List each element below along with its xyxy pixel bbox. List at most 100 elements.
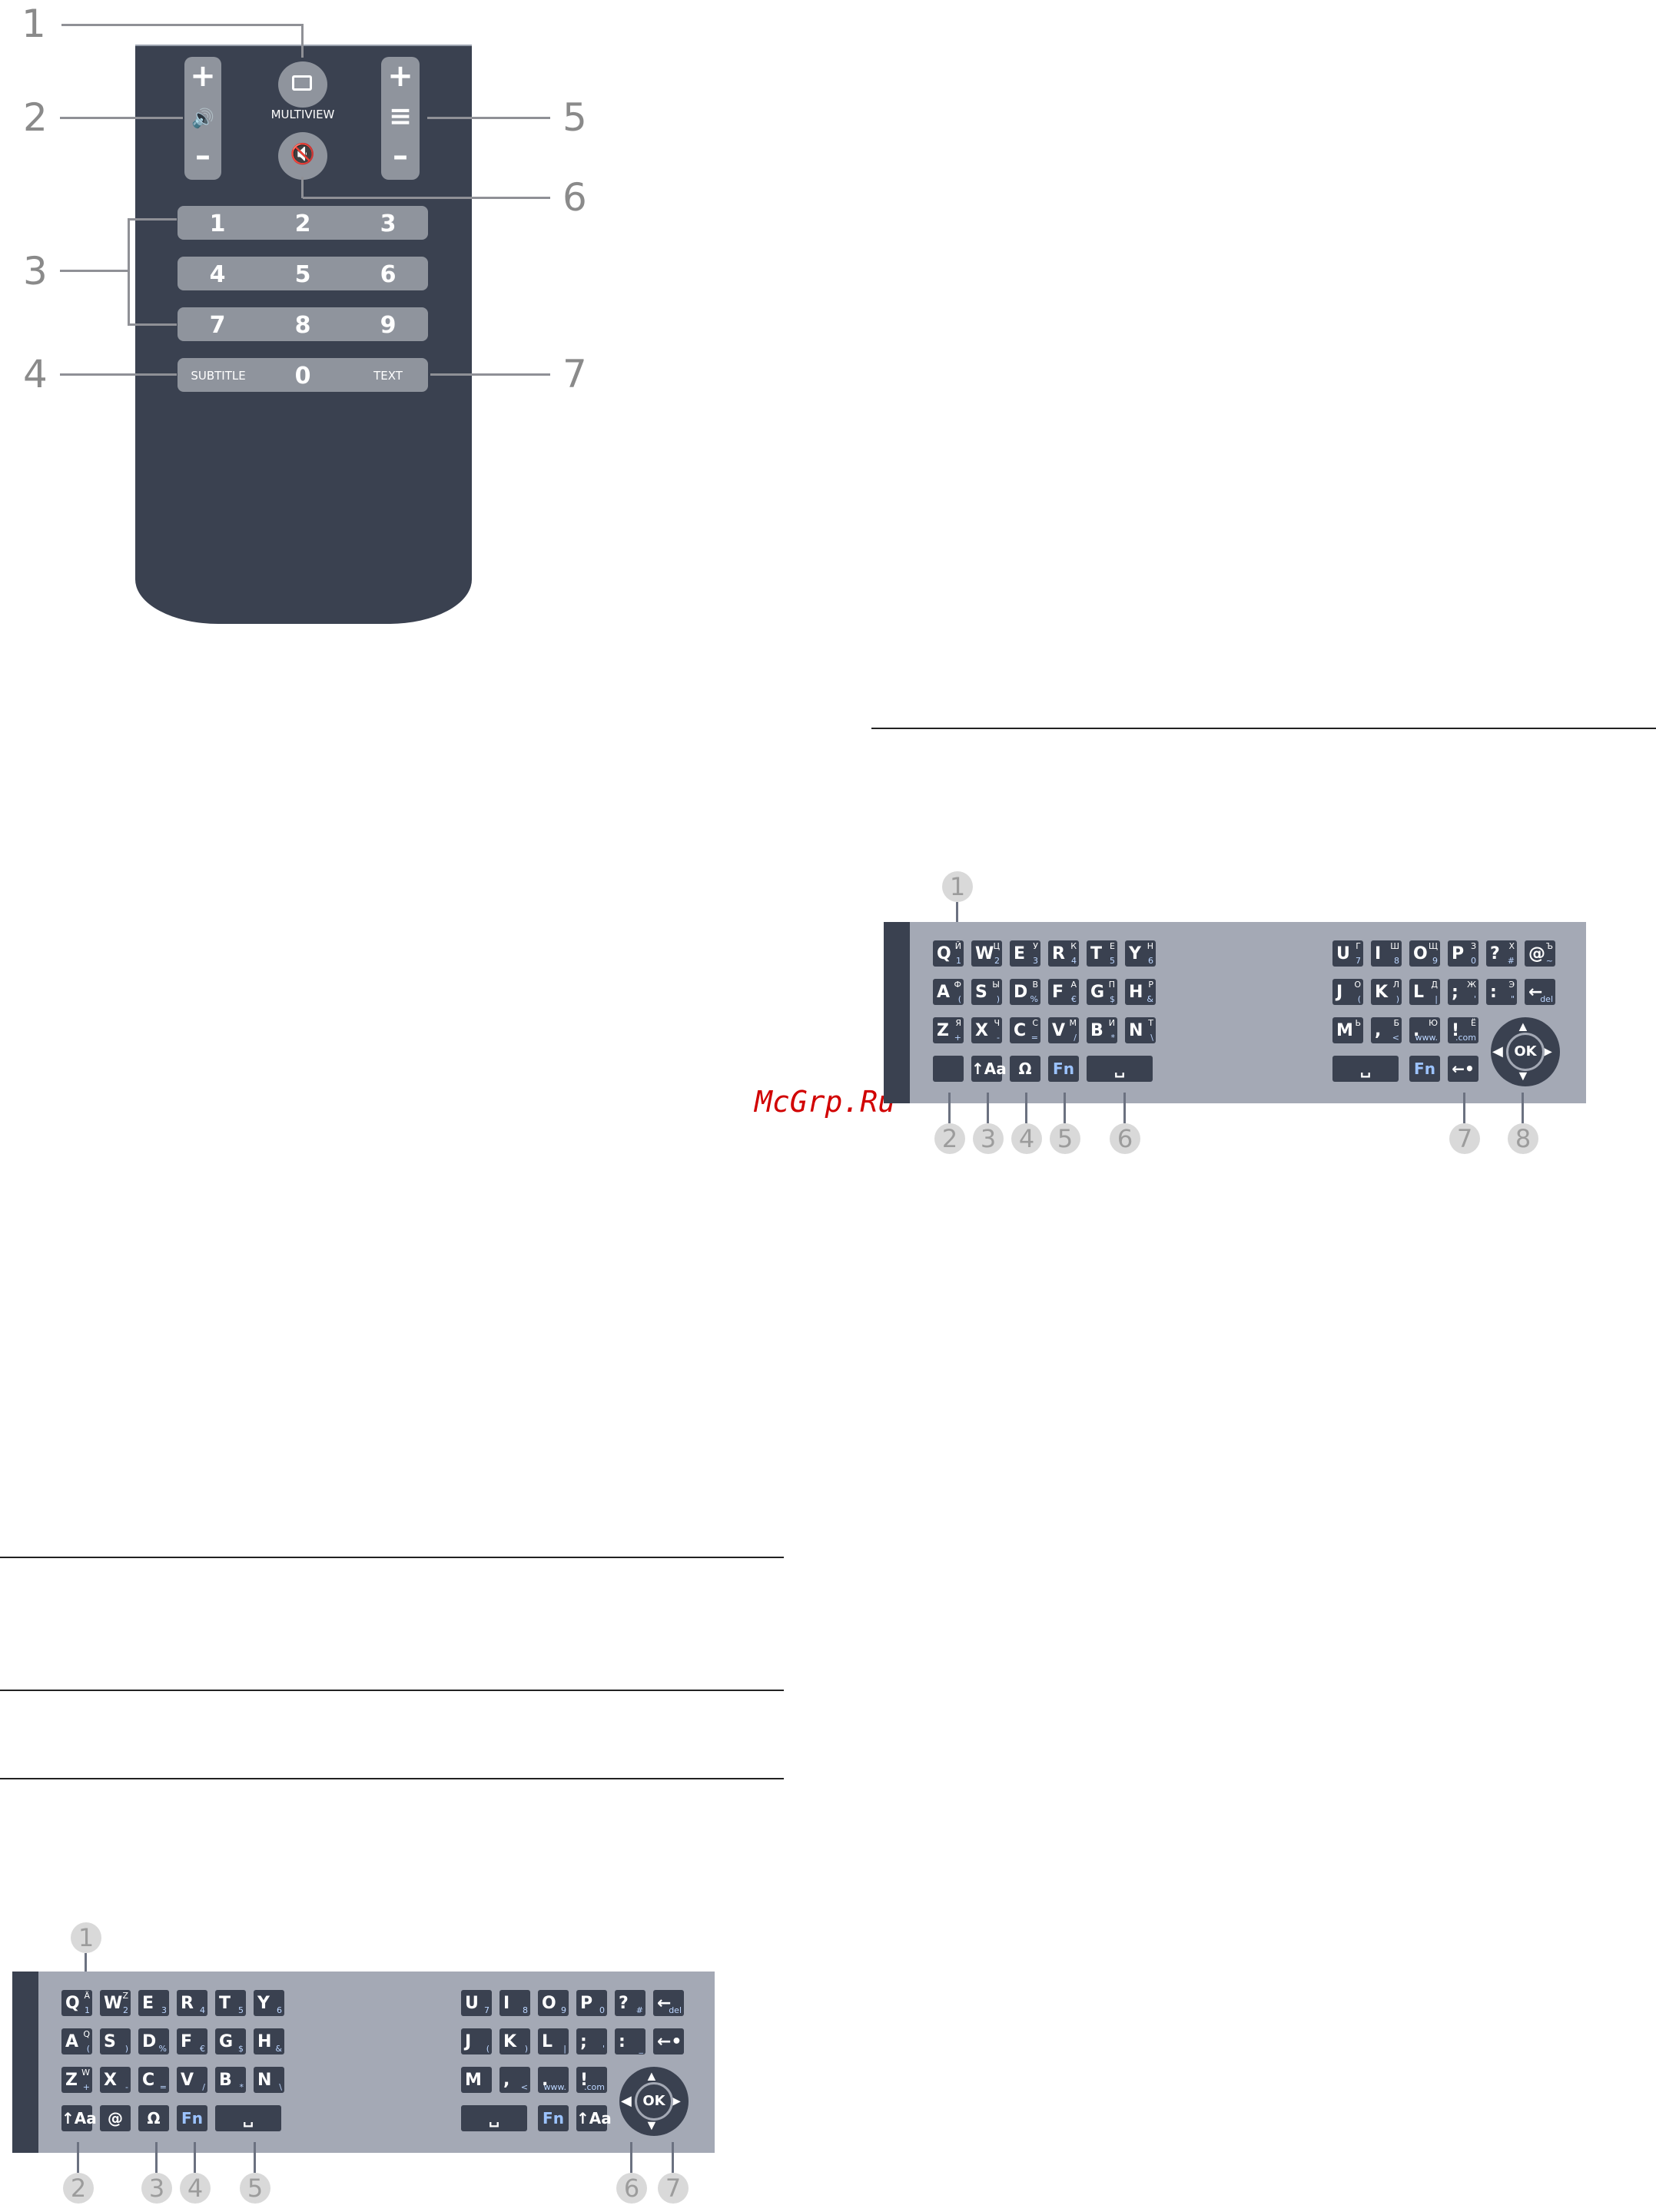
key-bottom-left-3[interactable]: Fn [1048, 1056, 1079, 1082]
key-bottom-left-4[interactable]: ␣ [215, 2105, 281, 2131]
key-r0-4[interactable]: ?Х# [1486, 940, 1517, 967]
digit-0[interactable]: 0 [294, 363, 311, 390]
key-x[interactable]: X- [100, 2067, 131, 2093]
key-s[interactable]: S) [100, 2028, 131, 2054]
key-bottom-left-3[interactable]: Fn [177, 2105, 207, 2131]
key-r1-3[interactable]: ;Ж' [1448, 979, 1478, 1005]
ok-button[interactable]: OK [635, 2082, 673, 2121]
nav-left-icon[interactable]: ◀ [621, 2093, 632, 2108]
key-r1-1[interactable]: K) [499, 2028, 530, 2054]
key-r0-4[interactable]: ?# [615, 1990, 645, 2016]
nav-down-icon[interactable]: ▼ [645, 2117, 659, 2133]
key-space-right[interactable]: ␣ [461, 2105, 527, 2131]
key-r2-3[interactable]: !.com [576, 2067, 607, 2093]
text-button[interactable]: TEXT [373, 369, 403, 383]
key-r0-5[interactable]: @Ъ~ [1525, 940, 1555, 967]
key-r2-1[interactable]: ,< [499, 2067, 530, 2093]
digit-5[interactable]: 5 [294, 261, 311, 288]
key-b[interactable]: B* [215, 2067, 246, 2093]
key-r0-5[interactable]: ←del [653, 1990, 684, 2016]
subtitle-button[interactable]: SUBTITLE [191, 369, 246, 383]
key-d[interactable]: D% [138, 2028, 169, 2054]
digit-9[interactable]: 9 [380, 312, 397, 339]
nav-left-icon[interactable]: ◀ [1492, 1043, 1503, 1059]
key-r1-0[interactable]: J( [461, 2028, 492, 2054]
key-r1-3[interactable]: ;' [576, 2028, 607, 2054]
key-h[interactable]: H& [254, 2028, 284, 2054]
key-r1-4[interactable]: :Э" [1486, 979, 1517, 1005]
key-r1-2[interactable]: L| [538, 2028, 569, 2054]
key-r2-1[interactable]: ,Б< [1371, 1017, 1402, 1043]
key-bottom-left-0[interactable] [933, 1056, 964, 1082]
key-bottom-left-2[interactable]: Ω [138, 2105, 169, 2131]
channel-rocker[interactable] [381, 57, 420, 180]
key-bottom-right-2[interactable]: ↑Aa [576, 2105, 612, 2131]
nav-down-icon[interactable]: ▼ [1516, 1068, 1530, 1083]
key-n[interactable]: N\ [254, 2067, 284, 2093]
digit-7[interactable]: 7 [209, 312, 226, 339]
key-f[interactable]: F€ [177, 2028, 207, 2054]
key-r1-5[interactable]: ←• [653, 2028, 684, 2054]
digit-4[interactable]: 4 [209, 261, 226, 288]
key-fn-right[interactable]: Fn [538, 2105, 569, 2131]
key-fn-right[interactable]: Fn [1409, 1056, 1440, 1082]
digit-2[interactable]: 2 [294, 211, 311, 237]
key-bottom-left-0[interactable]: ↑Aa [61, 2105, 97, 2131]
key-v[interactable]: V/ [177, 2067, 207, 2093]
nav-pad[interactable]: ▲▼◀▶OK [619, 2067, 689, 2136]
volume-rocker[interactable] [184, 57, 221, 180]
ok-button[interactable]: OK [1506, 1033, 1545, 1071]
nav-up-icon[interactable]: ▲ [1516, 1019, 1530, 1034]
key-bottom-left-1[interactable]: @ [100, 2105, 131, 2131]
key-space-right[interactable]: ␣ [1332, 1056, 1399, 1082]
key-c[interactable]: C= [138, 2067, 169, 2093]
digit-8[interactable]: 8 [294, 312, 311, 339]
key-r2-2[interactable]: .www. [538, 2067, 569, 2093]
digit-1[interactable]: 1 [209, 211, 226, 237]
digit-6[interactable]: 6 [380, 261, 397, 288]
mute-button[interactable] [278, 132, 327, 180]
key-bottom-left-1[interactable]: ↑Aa [971, 1056, 1007, 1082]
multiview-button[interactable] [278, 61, 327, 108]
key-bottom-left-2[interactable]: Ω [1010, 1056, 1040, 1082]
key-r2-3[interactable]: !Ё.com [1448, 1017, 1478, 1043]
key-r2-0[interactable]: M [461, 2067, 492, 2093]
nav-pad[interactable]: ▲▼◀▶OK [1491, 1017, 1560, 1086]
digit-3[interactable]: 3 [380, 211, 397, 237]
key-r1-4[interactable]: :_ [615, 2028, 645, 2054]
